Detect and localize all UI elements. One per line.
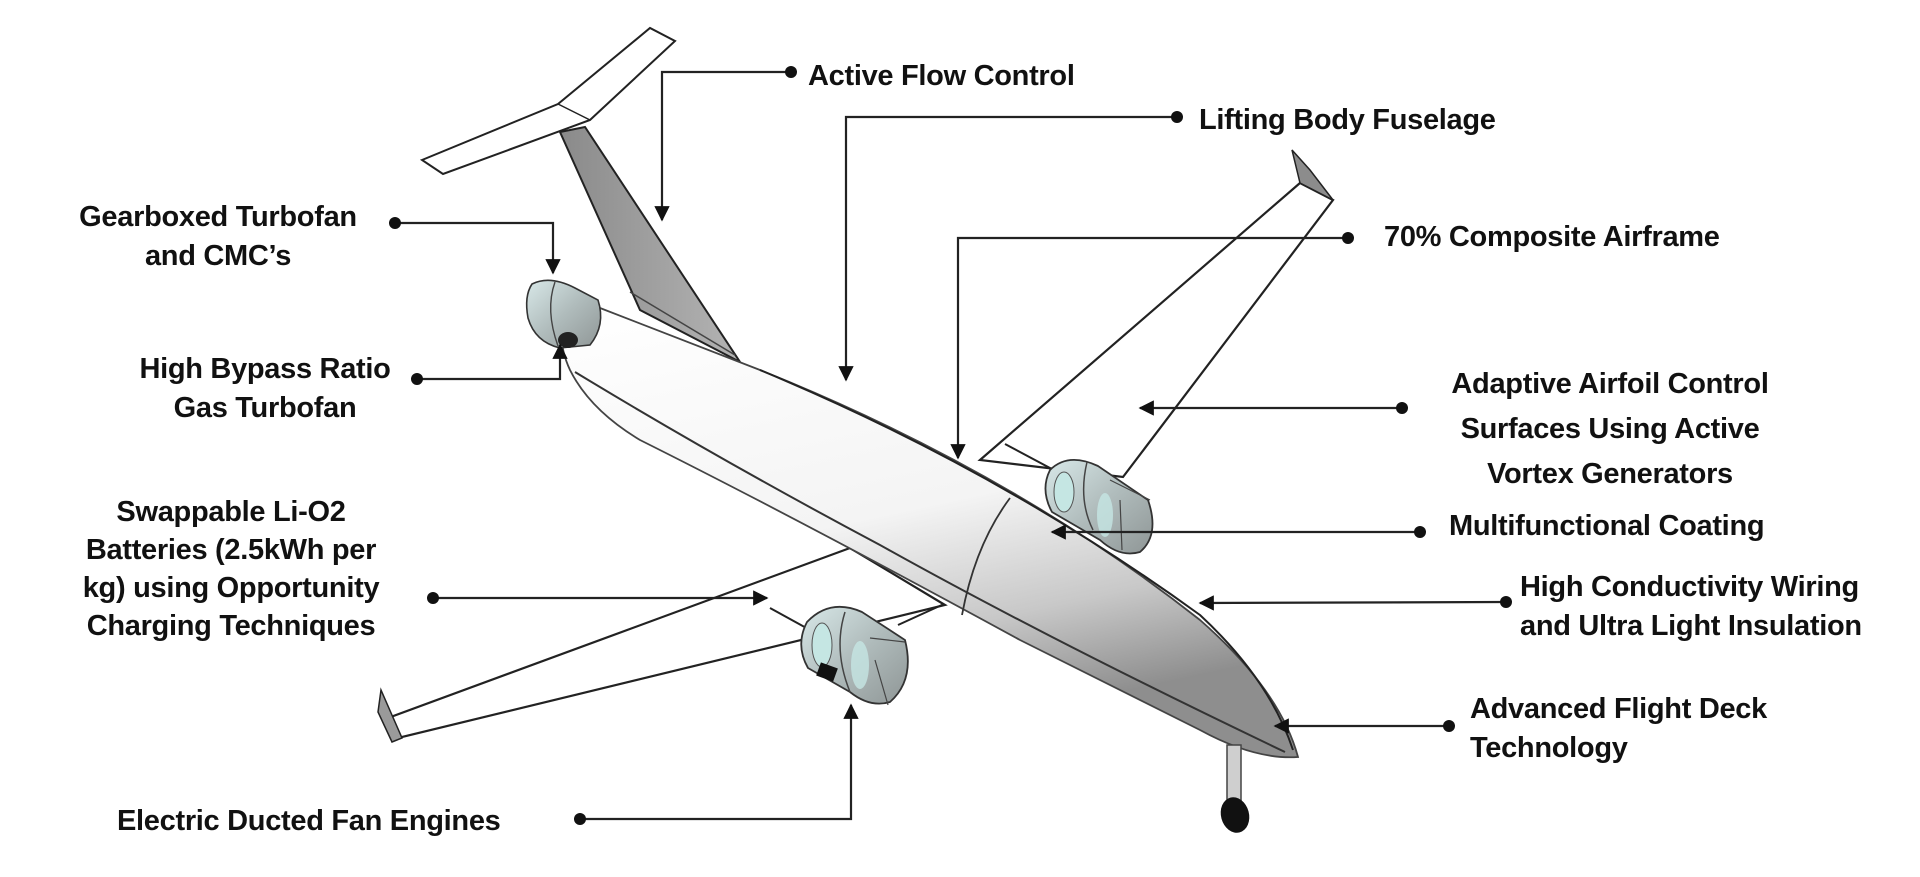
dot-multifunctional	[1414, 526, 1426, 538]
label-line: and Ultra Light Insulation	[1520, 610, 1862, 642]
label-line: Technology	[1470, 732, 1628, 764]
tail-engine	[525, 279, 602, 349]
label-swappable-batteries: Swappable Li-O2 Batteries (2.5kWh per kg…	[45, 493, 417, 645]
label-gearboxed-turbofan: Gearboxed Turbofan and CMC’s	[48, 198, 388, 276]
callout-dots	[389, 66, 1512, 825]
label-line: Electric Ducted Fan Engines	[117, 805, 501, 837]
label-line: Surfaces Using Active	[1460, 413, 1760, 445]
dot-wiring	[1500, 596, 1512, 608]
label-lifting-body-fuselage: Lifting Body Fuselage	[1199, 101, 1496, 140]
label-line: 70% Composite Airframe	[1384, 221, 1720, 253]
leader-lines	[395, 70, 1507, 821]
right-wing	[977, 149, 1335, 479]
label-composite-airframe: 70% Composite Airframe	[1384, 218, 1720, 257]
label-line: Advanced Flight Deck	[1470, 693, 1767, 725]
dot-composite	[1342, 232, 1354, 244]
leader-gearboxed	[395, 221, 561, 275]
dot-high-bypass	[411, 373, 423, 385]
label-line: Charging Techniques	[86, 610, 376, 642]
label-active-flow-control: Active Flow Control	[808, 57, 1075, 96]
dot-ducted-fan	[574, 813, 586, 825]
horizontal-stabilizer	[419, 26, 677, 176]
label-line: Adaptive Airfoil Control	[1451, 368, 1769, 400]
dot-batteries	[427, 592, 439, 604]
nose-gear	[1220, 744, 1250, 833]
leader-active-flow	[654, 70, 791, 222]
label-line: Lifting Body Fuselage	[1199, 104, 1496, 136]
leader-ducted-fan	[580, 703, 859, 821]
dot-adaptive-airfoil	[1396, 402, 1408, 414]
label-line: kg) using Opportunity	[82, 572, 380, 604]
leader-wiring	[1198, 595, 1507, 611]
label-flight-deck: Advanced Flight Deck Technology	[1470, 690, 1767, 768]
dot-flight-deck	[1443, 720, 1455, 732]
left-wing-engine	[769, 603, 945, 706]
leader-composite	[950, 236, 1348, 460]
label-line: Vortex Generators	[1487, 458, 1733, 490]
fuselage	[560, 303, 1300, 759]
leader-high-bypass	[417, 343, 568, 381]
dot-gearboxed	[389, 217, 401, 229]
right-wing-engine	[1004, 443, 1154, 555]
label-line: Gearboxed Turbofan	[79, 201, 357, 233]
label-line: Batteries (2.5kWh per	[85, 534, 377, 566]
leader-lifting-body	[838, 115, 1177, 382]
label-line: Multifunctional Coating	[1449, 510, 1765, 542]
label-line: Active Flow Control	[808, 60, 1075, 92]
left-wing	[377, 546, 948, 743]
left-winglet	[377, 687, 403, 743]
fuselage-section-seam	[961, 497, 1011, 616]
dot-lifting-body	[1171, 111, 1183, 123]
right-winglet	[1291, 149, 1334, 201]
label-adaptive-airfoil: Adaptive Airfoil Control Surfaces Using …	[1410, 362, 1810, 497]
label-wiring-insulation: High Conductivity Wiring and Ultra Light…	[1520, 568, 1862, 646]
label-electric-ducted-fan: Electric Ducted Fan Engines	[117, 802, 501, 841]
label-line: High Bypass Ratio	[139, 353, 391, 385]
dot-active-flow	[785, 66, 797, 78]
label-line: and CMC’s	[144, 240, 292, 272]
label-line: Swappable Li-O2	[116, 496, 346, 528]
label-high-bypass-turbofan: High Bypass Ratio Gas Turbofan	[110, 350, 420, 428]
label-line: High Conductivity Wiring	[1520, 571, 1859, 603]
label-multifunctional-coating: Multifunctional Coating	[1449, 507, 1765, 546]
label-line: Gas Turbofan	[173, 392, 357, 424]
